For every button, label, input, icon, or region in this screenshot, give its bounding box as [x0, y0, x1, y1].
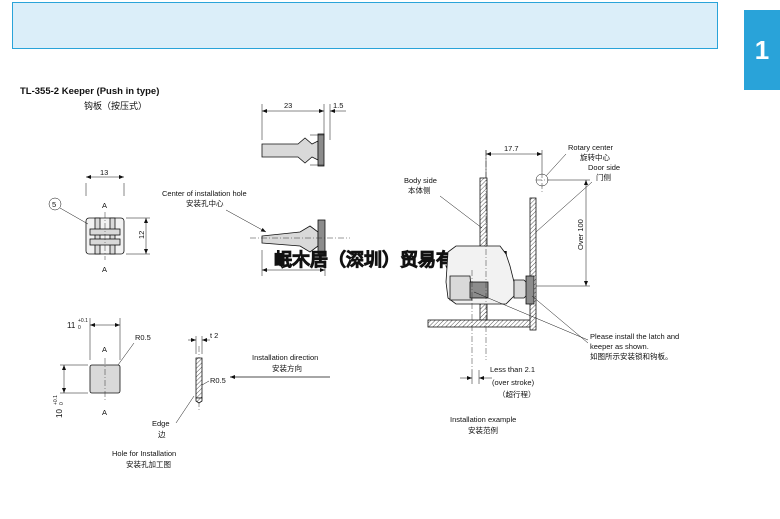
- rotary-center-label: Rotary center: [568, 143, 614, 152]
- install-direction-label-cn: 安装方向: [272, 363, 302, 373]
- dim-11-tol2: 0: [78, 325, 81, 331]
- section-title-cn: 钩板（按压式）: [84, 100, 147, 111]
- dim-10-tol2: 0: [59, 402, 65, 405]
- door-side-label-cn: 门侧: [596, 172, 611, 182]
- installation-example: 17.7 Over 100 Body side 本体侧 Rotary cente…: [404, 143, 679, 435]
- dim-10-tol: +0.1: [53, 395, 59, 405]
- dim-t2: t 2: [210, 331, 218, 340]
- center-hole-label: Center of installation hole: [162, 189, 247, 198]
- install-example-label: Installation example: [450, 415, 516, 424]
- keeper-side-view: 23 1.5: [261, 101, 346, 167]
- please-install-cn: 如图所示安装锁和钩板。: [590, 351, 673, 361]
- edge-label: Edge: [152, 419, 170, 428]
- less-than-label: Less than 2.1: [490, 365, 535, 374]
- chapter-tab[interactable]: 1: [744, 10, 780, 90]
- section-title: TL-355-2 Keeper (Push in type): [20, 86, 159, 97]
- dim-12: 12: [137, 231, 146, 239]
- hole-for-installation: 11 +0.1 0 R0.5 A A 10 +0.1 0 Hole for In…: [53, 318, 176, 469]
- over-stroke-label: (over stroke): [492, 378, 535, 387]
- dim-13: 13: [100, 168, 108, 177]
- body-side-label: Body side: [404, 176, 437, 185]
- body-side-label-cn: 本体侧: [408, 185, 431, 195]
- install-example-label-cn: 安装范例: [468, 425, 498, 435]
- over-stroke-label-cn: （超行程）: [498, 389, 536, 399]
- dim-11-tol: +0.1: [78, 318, 88, 324]
- label-a3: A: [102, 345, 107, 354]
- install-direction-label: Installation direction: [252, 353, 318, 362]
- dim-11: 11: [67, 321, 76, 330]
- dim-23: 23: [284, 101, 292, 110]
- dim-10: 10: [55, 409, 64, 418]
- header-bar: [12, 2, 718, 49]
- label-r0-5-a: R0.5: [135, 333, 151, 342]
- label-a4: A: [102, 408, 107, 417]
- edge-label-cn: 边: [158, 430, 166, 439]
- label-a2: A: [102, 265, 107, 274]
- center-hole-label-cn: 安装孔中心: [186, 198, 224, 208]
- please-install-line2: keeper as shown.: [590, 342, 649, 351]
- rotary-center-label-cn: 旋转中心: [580, 152, 610, 162]
- door-side-label: Door side: [588, 163, 620, 172]
- hole-for-install-label: Hole for Installation: [112, 449, 176, 458]
- label-a1: A: [102, 201, 107, 210]
- callout-5: 5: [52, 200, 56, 209]
- label-r0-5-b: R0.5: [210, 376, 226, 385]
- please-install-line1: Please install the latch and: [590, 332, 679, 341]
- dim-1-5: 1.5: [333, 101, 343, 110]
- keeper-front-view: 13 12 A A 5: [48, 168, 150, 274]
- hole-for-install-label-cn: 安装孔加工图: [126, 459, 171, 469]
- keeper-section-view: Center of installation hole 安装孔中心: [162, 189, 350, 276]
- dim-over-100: Over 100: [576, 219, 585, 250]
- dim-17-7: 17.7: [504, 144, 519, 153]
- plate-section-view: t 2 R0.5 Edge 边 Installation direction 安…: [152, 331, 330, 439]
